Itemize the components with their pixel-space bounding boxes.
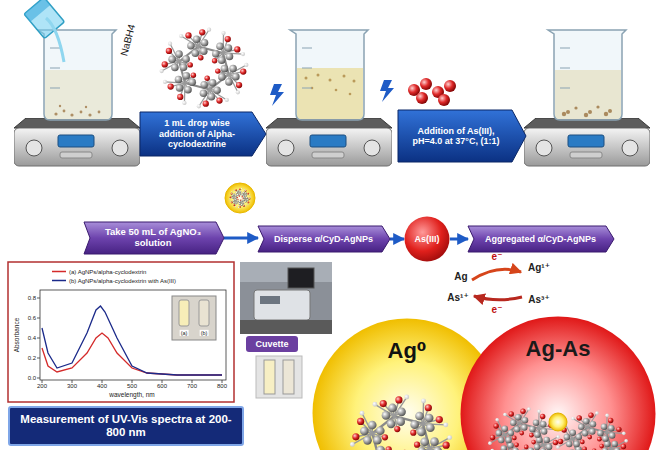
reagent-label: NaBH4 [118, 23, 137, 57]
molecule [229, 188, 251, 208]
step-arrow-box: Addition of As(III), pH=4.0 at 37°C, (1:… [398, 110, 526, 162]
legend-entry: (b) AgNPs/alpha-cyclodextrin with As(III… [52, 278, 176, 285]
flow-connector [450, 238, 468, 241]
tick-label: 500 [127, 383, 137, 390]
tick-label: 0.6 [28, 315, 36, 322]
tick-label: 400 [97, 383, 107, 390]
redox-cycle [472, 269, 522, 299]
step-arrow-box: 1 mL drop wise addition of Alpha-cyclode… [140, 112, 266, 156]
tick-label: 700 [187, 383, 197, 390]
axis-title: Absorbance [13, 318, 20, 353]
inset-label: (b) [200, 330, 209, 336]
flow-connector [224, 237, 258, 240]
ion-circle: As(III) [404, 216, 450, 262]
cuvette-photo [256, 356, 302, 398]
axis-title: wavelength, nm [109, 391, 155, 398]
pouring-beaker [24, 0, 64, 62]
spectrophotometer-photo [240, 262, 332, 334]
particle-label: Ag-As [526, 336, 591, 361]
ion-text: As(III) [414, 234, 439, 244]
tick-label: 0.4 [28, 335, 36, 342]
tick-label: 600 [157, 383, 167, 390]
uv-vis-chart [8, 262, 234, 402]
flow-connector [390, 238, 404, 241]
banner-text: Measurement of UV-Vis spectra at 200-800… [18, 413, 234, 439]
tick-label: 200 [37, 383, 47, 390]
particle-label: Ag⁰ [388, 338, 427, 363]
tag-text: Cuvette [255, 339, 288, 349]
cyclodextrin-model [160, 28, 249, 109]
banner-text: Disperse α/CyD-AgNPs [274, 234, 373, 244]
species-label: As¹⁺ [447, 292, 468, 304]
beaker [38, 30, 116, 120]
species-label: As³⁺ [528, 294, 549, 306]
banner-text: Aggregated α/CyD-AgNPs [485, 234, 596, 244]
step-text: 1 mL drop wise addition of Alpha-cyclode… [146, 118, 248, 149]
legend-text: (b) AgNPs/alpha-cyclodextrin with As(III… [69, 278, 176, 285]
step-banner: Disperse α/CyD-AgNPs [258, 226, 390, 252]
molecule [350, 395, 452, 450]
electron-label: e⁻ [492, 251, 503, 263]
hot-plates [14, 118, 650, 166]
legend-line-sample [52, 269, 66, 275]
step-banner: Take 50 mL of AgNO₃ solution [84, 222, 224, 254]
lightning-bolt [270, 80, 394, 106]
tick-label: 0.8 [28, 295, 36, 302]
species-label: Ag [454, 271, 467, 283]
arsenic-ions [408, 78, 456, 106]
caption-tag: Cuvette [246, 336, 298, 352]
legend-entry: (a) AgNPs/alpha-cyclodextrin [52, 269, 146, 276]
legend-line-sample [52, 278, 66, 284]
step-banner: Aggregated α/CyD-AgNPs [468, 226, 614, 252]
step-text: Addition of As(III), pH=4.0 at 37°C, (1:… [404, 126, 508, 147]
inset-label: (a) [180, 330, 189, 336]
molecule [160, 28, 249, 109]
molecule [556, 411, 628, 450]
electron-label: e⁻ [492, 304, 503, 316]
nanoparticle-sphere [225, 183, 255, 213]
measurement-banner: Measurement of UV-Vis spectra at 200-800… [8, 406, 244, 446]
legend-text: (a) AgNPs/alpha-cyclodextrin [69, 269, 146, 276]
beaker [548, 30, 626, 120]
banner-text: Take 50 mL of AgNO₃ solution [93, 227, 213, 249]
species-label: Ag¹⁺ [528, 262, 550, 274]
tick-label: 800 [217, 383, 227, 390]
tick-label: 300 [67, 383, 77, 390]
tick-label: 0.2 [28, 355, 36, 362]
aggregate-particle: Ag-As [460, 316, 656, 450]
tick-label: 0.0 [28, 375, 36, 382]
beaker [290, 30, 368, 120]
molecule [488, 407, 560, 450]
